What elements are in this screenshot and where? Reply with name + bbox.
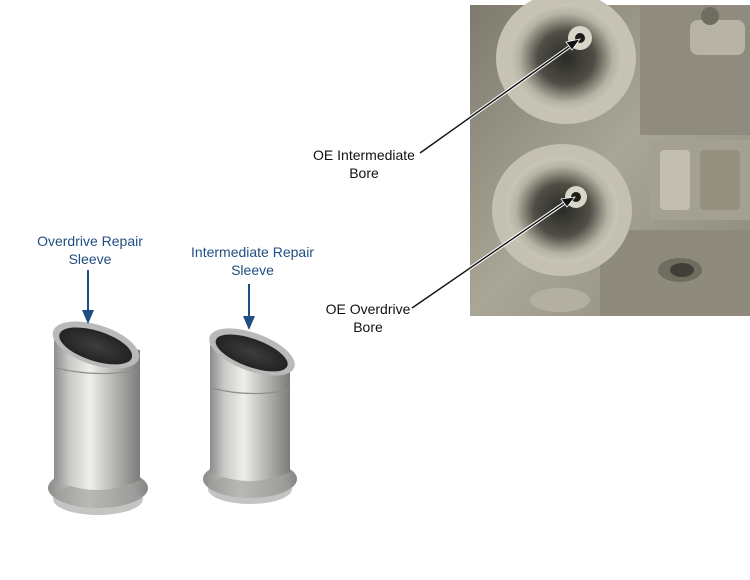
sleeve-opening xyxy=(59,327,133,365)
sleeve-body xyxy=(54,340,140,490)
overdrive-repair-sleeve xyxy=(48,321,148,515)
oe-overdrive-bore-label: OE Overdrive Bore xyxy=(312,300,424,336)
label-line: Intermediate Repair xyxy=(191,244,314,260)
transmission-case-photo xyxy=(470,0,750,316)
oe-intermediate-bore-label: OE Intermediate Bore xyxy=(298,146,430,182)
label-line: Overdrive Repair xyxy=(37,233,143,249)
oe-intermediate-bore-pointer xyxy=(418,38,581,155)
label-line: Sleeve xyxy=(231,262,274,278)
label-line: Sleeve xyxy=(68,251,112,267)
sleeve-opening xyxy=(215,334,288,372)
label-line: Bore xyxy=(353,319,383,335)
intermediate-sleeve-label: Intermediate Repair Sleeve xyxy=(175,243,330,279)
intermediate-sleeve-arrow xyxy=(243,284,255,330)
label-line: Bore xyxy=(349,165,379,181)
intermediate-repair-sleeve xyxy=(203,328,297,504)
sleeve-body xyxy=(210,345,290,481)
overdrive-sleeve-arrow xyxy=(82,270,94,324)
overdrive-sleeve-label: Overdrive Repair Sleeve xyxy=(20,232,160,268)
oe-overdrive-bore-pointer xyxy=(411,196,576,310)
label-line: OE Intermediate xyxy=(313,147,415,163)
label-line: OE Overdrive xyxy=(325,301,411,317)
